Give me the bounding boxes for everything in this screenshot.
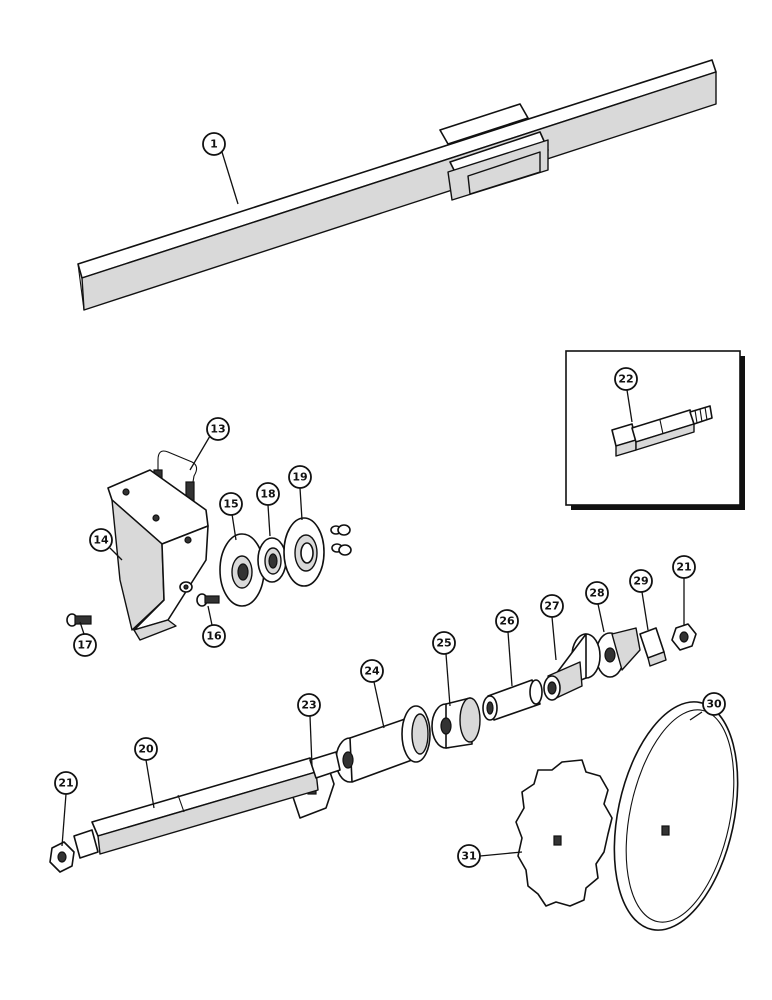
svg-text:23: 23 (301, 699, 316, 712)
callout-13: 13 (206, 417, 230, 441)
svg-text:18: 18 (260, 488, 275, 501)
svg-text:24: 24 (364, 665, 380, 678)
inset-box (565, 350, 745, 510)
spool-24 (335, 705, 431, 783)
lock-nut-21-bottom (49, 841, 75, 873)
callout-16: 16 (202, 624, 226, 648)
svg-text:21: 21 (676, 561, 691, 574)
svg-text:17: 17 (77, 639, 92, 652)
callout-18: 18 (256, 482, 280, 506)
svg-text:19: 19 (292, 471, 307, 484)
callout-30: 30 (702, 692, 726, 716)
gang-bar (77, 59, 717, 311)
svg-text:25: 25 (436, 637, 451, 650)
callout-28: 28 (585, 581, 609, 605)
square-axle (73, 751, 341, 859)
hanger-nut (179, 581, 193, 593)
svg-text:21: 21 (58, 777, 73, 790)
callout-14: 14 (89, 528, 113, 552)
carriage-bolt (611, 405, 713, 457)
callout-26: 26 (495, 609, 519, 633)
spacer-tube-26 (482, 679, 543, 721)
callout-23: 23 (297, 693, 321, 717)
spool-27 (543, 633, 601, 701)
svg-text:29: 29 (633, 575, 648, 588)
spool-25 (431, 697, 481, 749)
svg-text:1: 1 (210, 138, 218, 151)
svg-text:15: 15 (223, 498, 238, 511)
callout-27: 27 (540, 594, 564, 618)
svg-text:27: 27 (544, 600, 559, 613)
svg-text:31: 31 (461, 850, 476, 863)
cap-screw-17 (66, 613, 92, 627)
callout-22: 22 (614, 367, 638, 391)
svg-text:22: 22 (618, 373, 633, 386)
plain-disc-blade (613, 701, 739, 931)
callout-29: 29 (629, 569, 653, 593)
callout-31: 31 (457, 844, 481, 868)
callout-19: 19 (288, 465, 312, 489)
callout-21-bottom: 21 (54, 771, 78, 795)
bearing-flange-inner (283, 517, 325, 587)
bearing (257, 537, 287, 583)
spacer-plate-29 (639, 627, 667, 667)
callout-17: 17 (73, 633, 97, 657)
cap-screw-16 (196, 593, 220, 607)
callout-15: 15 (219, 492, 243, 516)
svg-text:16: 16 (206, 630, 222, 643)
svg-text:14: 14 (93, 534, 109, 547)
end-washer-28 (595, 627, 641, 678)
callout-1: 1 (202, 132, 226, 156)
bearing-hanger (107, 469, 209, 641)
svg-text:30: 30 (706, 698, 722, 711)
lock-nuts-washers (330, 524, 352, 556)
lock-nut-21-top (671, 623, 697, 651)
leader-lines (61, 151, 703, 857)
svg-text:26: 26 (499, 615, 515, 628)
svg-text:13: 13 (210, 423, 225, 436)
callout-20: 20 (134, 737, 158, 761)
callout-25: 25 (432, 631, 456, 655)
svg-text:20: 20 (138, 743, 154, 756)
notched-disc-blade (515, 759, 613, 907)
callout-24: 24 (360, 659, 384, 683)
bearing-flange-outer (219, 533, 265, 607)
callout-21-top: 21 (672, 555, 696, 579)
svg-text:28: 28 (589, 587, 604, 600)
